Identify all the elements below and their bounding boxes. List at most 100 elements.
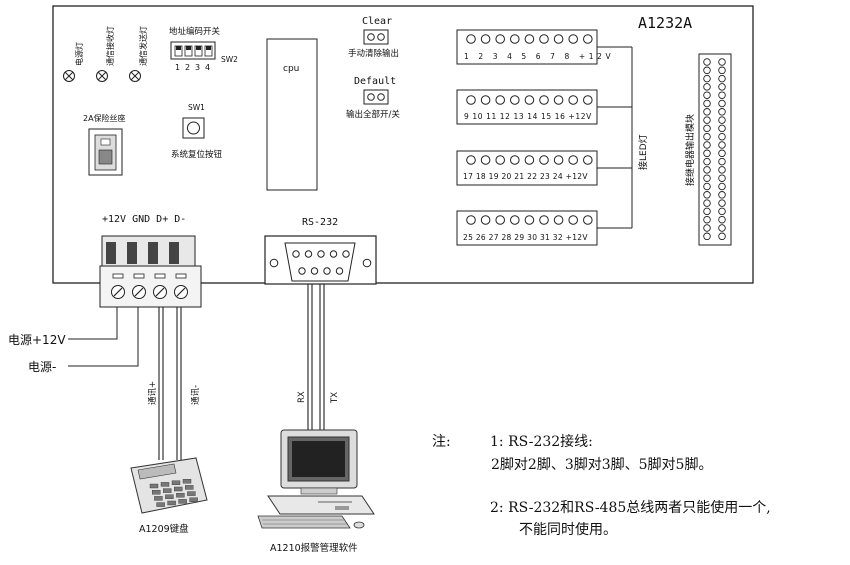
terminal-label: +12V GND D+ D-	[102, 214, 186, 225]
header-pin	[480, 95, 491, 105]
header-pin	[510, 215, 520, 225]
keypad-label: A1209键盘	[139, 523, 189, 535]
relay-connector	[698, 53, 732, 246]
relay-pin	[703, 199, 711, 207]
relay-pin	[703, 157, 711, 166]
tx-led-icon	[129, 70, 141, 82]
relay-pin	[718, 74, 726, 83]
header-pin	[524, 215, 535, 225]
keypad-icon	[130, 457, 208, 514]
relay-pin	[718, 66, 726, 75]
dip-pos-3: 3	[195, 63, 200, 72]
notes: 注: 1: RS-232接线: 2脚对2脚、3脚对3脚、5脚对5脚。 2: RS…	[432, 433, 771, 538]
header-pin	[568, 34, 579, 44]
db9-pin	[323, 267, 331, 275]
header-pin	[495, 34, 506, 44]
header-3-pin-label: 17 18 19 20 21 22 23 24 +12V	[463, 172, 588, 181]
led-indicators: 电源灯 通信接收灯 通信发送灯	[63, 26, 148, 82]
relay-pin	[718, 182, 726, 191]
relay-pin	[703, 232, 711, 241]
header-pin	[510, 34, 520, 44]
keypad-key	[165, 494, 174, 499]
computer-icon	[257, 429, 375, 529]
header-pin	[553, 34, 564, 44]
relay-pin	[718, 108, 726, 116]
default-jumper-label: 输出全部开/关	[346, 109, 400, 120]
fuse-holder-icon	[88, 128, 123, 176]
clear-jumper-label: 手动清除输出	[348, 48, 399, 59]
rs232-wires	[307, 284, 325, 430]
header-pin	[553, 155, 564, 165]
relay-pin	[703, 166, 711, 174]
header-pin	[480, 215, 491, 225]
comm-pos-label: 通讯+	[147, 381, 158, 405]
relay-pin	[718, 99, 726, 108]
relay-pin	[718, 199, 726, 207]
relay-pin	[718, 83, 726, 91]
relay-pin	[703, 191, 711, 199]
keypad-key	[171, 480, 181, 485]
keypad-key	[176, 493, 185, 498]
cpu-label: cpu	[283, 64, 299, 74]
relay-pin	[718, 132, 726, 141]
relay-pin	[718, 166, 726, 174]
rx-label: RX	[297, 391, 307, 403]
db9-pin	[335, 267, 344, 275]
rs232-connector	[264, 235, 377, 285]
note-2-line-2: 不能同时使用。	[519, 521, 617, 538]
header-pin	[539, 95, 549, 105]
relay-pin	[703, 132, 711, 141]
header-pin	[466, 215, 476, 225]
db9-pin	[304, 250, 313, 258]
header-pin	[524, 34, 535, 44]
relay-pin	[703, 124, 711, 133]
header-pin	[466, 155, 476, 165]
fuse-label: 2A保险丝座	[83, 113, 126, 123]
output-header-1: 1 2 3 4 5 6 7 8 +12V	[456, 29, 611, 65]
relay-pin	[718, 207, 726, 216]
db9-pin	[292, 250, 300, 258]
power-neg-label: 电源-	[28, 360, 56, 374]
relay-pin	[703, 74, 711, 83]
reset-button-label: 系统复位按钮	[171, 149, 223, 160]
db9-pin	[329, 250, 338, 258]
header-1-pins	[466, 34, 593, 44]
default-jumper-icon	[363, 89, 389, 105]
dip-pos-4: 4	[205, 63, 210, 72]
relay-pin	[703, 91, 711, 99]
tx-label: TX	[330, 392, 340, 404]
relay-pin	[703, 174, 711, 182]
relay-pin	[703, 66, 711, 75]
relay-pin	[718, 191, 726, 199]
header-pin	[568, 155, 579, 165]
header-3-pins	[466, 155, 593, 165]
relay-pin	[718, 157, 726, 166]
header-4-pins	[466, 215, 593, 225]
header-pin	[553, 215, 564, 225]
relay-pin	[703, 207, 711, 216]
relay-pin	[718, 58, 726, 66]
relay-pin	[703, 215, 711, 224]
relay-pin	[718, 141, 726, 149]
relay-pin	[703, 83, 711, 91]
header-pin	[495, 155, 506, 165]
relay-pin	[703, 58, 711, 66]
header-pin	[553, 95, 564, 105]
dip-switch-name: SW2	[221, 55, 238, 64]
relay-pin	[718, 149, 726, 158]
header-pin	[568, 95, 579, 105]
keypad-key	[182, 479, 192, 484]
header-pin	[583, 34, 593, 44]
dip-pos-2: 2	[185, 63, 190, 72]
reset-switch-name: SW1	[188, 103, 205, 112]
notes-prefix: 注:	[432, 434, 451, 450]
cpu-chip	[266, 38, 318, 191]
keypad-key	[178, 499, 187, 504]
led-bus-label: 接LED灯	[637, 134, 649, 170]
header-pin	[495, 95, 506, 105]
led-bus-lines	[597, 46, 633, 229]
dip-pos-1: 1	[175, 63, 180, 72]
clear-jumper-icon	[363, 29, 389, 45]
default-jumper-name: Default	[354, 76, 396, 87]
